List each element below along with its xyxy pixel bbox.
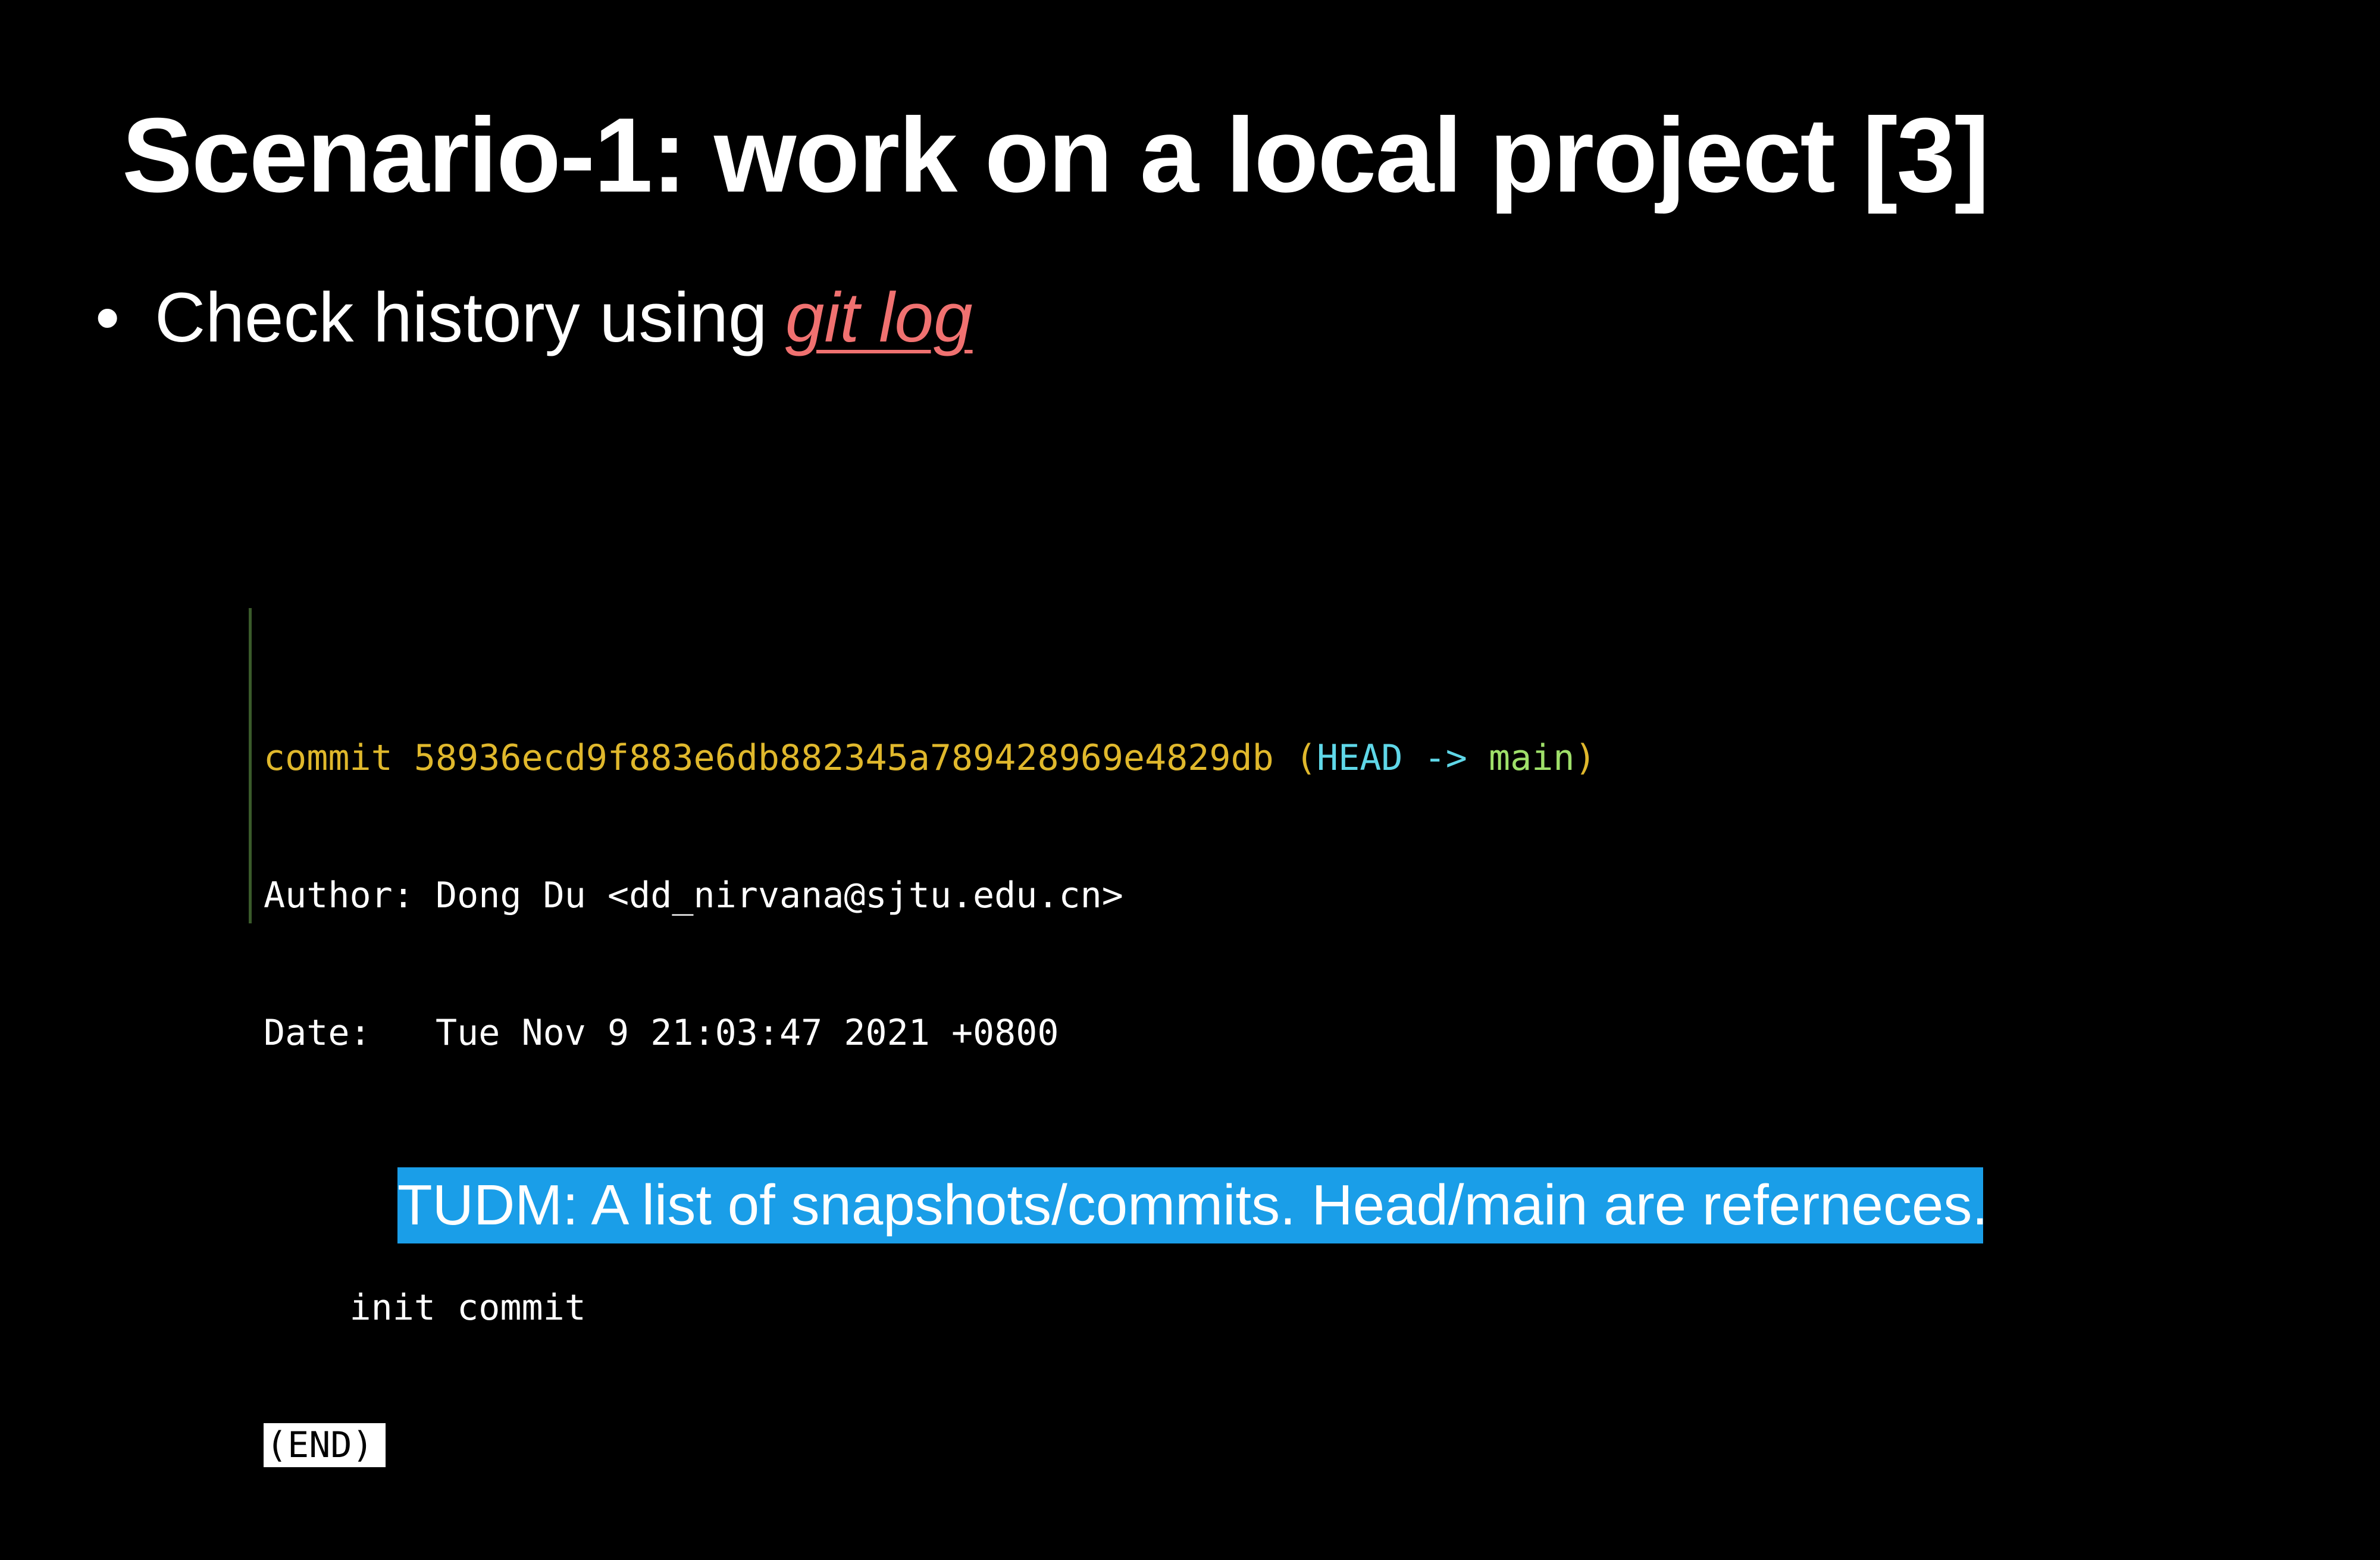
branch-ref: main: [1489, 737, 1575, 779]
git-log-link[interactable]: git log: [785, 278, 973, 357]
commit-line: commit 58936ecd9f883e6db882345a789428969…: [264, 735, 1596, 781]
bullet-text: Check history using: [155, 278, 768, 357]
date-line: Date: Tue Nov 9 21:03:47 2021 +0800: [264, 1012, 1059, 1054]
terminal-output: commit 58936ecd9f883e6db882345a789428969…: [249, 608, 1596, 1467]
slide-title: Scenario-1: work on a local project [3]: [122, 96, 1990, 214]
ref-close-paren: ): [1574, 737, 1596, 779]
bullet-item: • Check history using git log: [95, 278, 973, 357]
commit-hash: 58936ecd9f883e6db882345a789428969e4829db: [414, 737, 1274, 779]
author-line: Author: Dong Du <dd_nirvana@sjtu.edu.cn>: [264, 875, 1123, 916]
commit-message-line: init commit: [264, 1287, 586, 1329]
ref-arrow: ->: [1424, 737, 1467, 779]
commit-keyword: commit: [264, 737, 393, 779]
end-line: (END): [264, 1423, 1596, 1468]
bullet-marker: •: [95, 278, 120, 357]
caption-bar: TUDM: A list of snapshots/commits. Head/…: [397, 1167, 1988, 1243]
terminal-lines: commit 58936ecd9f883e6db882345a789428969…: [264, 644, 1596, 1560]
pager-end-marker: (END): [264, 1423, 386, 1467]
head-ref: HEAD: [1317, 737, 1403, 779]
ref-open-paren: (: [1295, 737, 1317, 779]
